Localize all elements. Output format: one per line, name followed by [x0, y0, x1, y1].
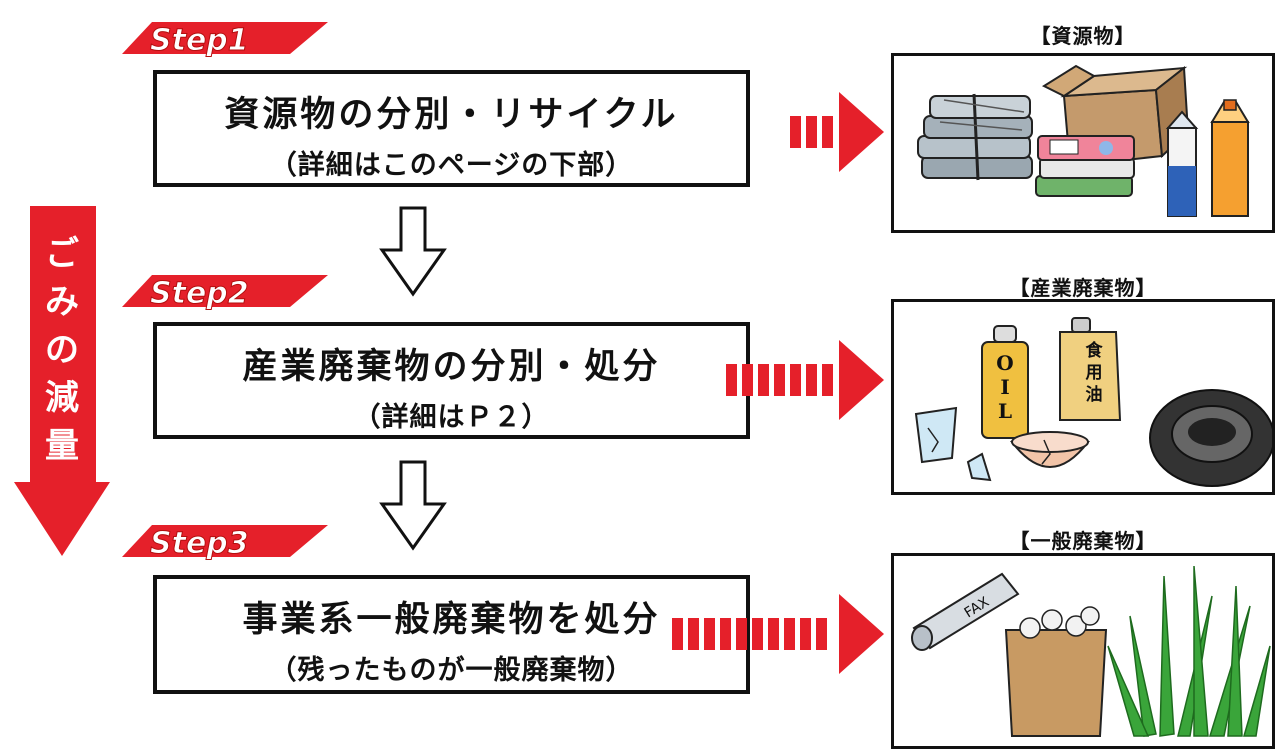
- right-arrow-1: [790, 92, 884, 172]
- juice-carton-icon: [1210, 99, 1250, 217]
- down-arrow-2: [379, 460, 447, 551]
- newspaper-icon: [917, 93, 1033, 181]
- step3-badge: Step3: [122, 525, 328, 562]
- can-char: 油: [1086, 384, 1103, 405]
- industrial-waste-illustration: O I L 食 用 油: [914, 317, 1272, 487]
- reduction-char: 減: [45, 378, 79, 418]
- reduction-char: ご: [45, 234, 79, 274]
- broken-glass-icon: [914, 406, 992, 482]
- broken-bowl-icon: [1009, 431, 1091, 468]
- industrial-waste-panel: O I L 食 用 油: [891, 299, 1275, 495]
- oil-letter: O: [996, 351, 1013, 375]
- paper-bag-icon: [1004, 606, 1108, 737]
- step2-title: 産業廃棄物の分別・処分: [242, 347, 661, 387]
- reduction-char: 量: [45, 426, 79, 466]
- magazine-icon: [1035, 135, 1135, 197]
- step1-box: 資源物の分別・リサイクル （詳細はこのページの下部）: [153, 70, 750, 187]
- recyclables-panel: [891, 53, 1275, 233]
- fax-paper-icon: FAX: [911, 572, 1020, 651]
- general-waste-panel: FAX: [891, 553, 1275, 749]
- general-waste-illustration: FAX: [911, 565, 1271, 737]
- recyclables-illustration: [917, 64, 1250, 217]
- panel3-label: 【一般廃棄物】: [1009, 529, 1157, 553]
- step2-box: 産業廃棄物の分別・処分 （詳細はＰ２）: [153, 322, 750, 439]
- step1-title: 資源物の分別・リサイクル: [224, 95, 679, 135]
- step3-subtitle: （残ったものが一般廃棄物）: [269, 655, 634, 686]
- right-arrow-2: [726, 340, 884, 420]
- step2-badge-text: Step2: [150, 276, 249, 311]
- reduction-char: み: [45, 282, 79, 322]
- down-arrow-1: [379, 206, 447, 297]
- milk-carton-icon: [1165, 110, 1199, 217]
- tire-icon: [1149, 389, 1272, 487]
- reduction-arrow-label: ご み の 減 量: [30, 230, 94, 470]
- cooking-oil-can-icon: 食 用 油: [1059, 317, 1122, 421]
- step1-subtitle: （詳細はこのページの下部）: [269, 150, 634, 181]
- step3-box: 事業系一般廃棄物を処分 （残ったものが一般廃棄物）: [153, 575, 750, 694]
- step1-badge: Step1: [122, 22, 328, 59]
- can-char: 食: [1086, 340, 1104, 361]
- panel1-label: 【資源物】: [1030, 24, 1136, 48]
- oil-can-icon: O I L: [981, 325, 1029, 439]
- panel2-label: 【産業廃棄物】: [1009, 276, 1157, 300]
- reduction-arrow: [14, 206, 110, 556]
- reduction-char: の: [45, 330, 79, 370]
- step2-badge: Step2: [122, 275, 328, 312]
- oil-letter: I: [1000, 375, 1009, 399]
- right-arrow-3: [672, 594, 884, 674]
- oil-letter: L: [998, 399, 1012, 423]
- step1-badge-text: Step1: [150, 23, 249, 58]
- step2-subtitle: （詳細はＰ２）: [353, 402, 550, 433]
- can-char: 用: [1086, 363, 1103, 383]
- step3-title: 事業系一般廃棄物を処分: [242, 600, 661, 640]
- step3-badge-text: Step3: [150, 526, 249, 561]
- grass-icon: [1107, 565, 1271, 737]
